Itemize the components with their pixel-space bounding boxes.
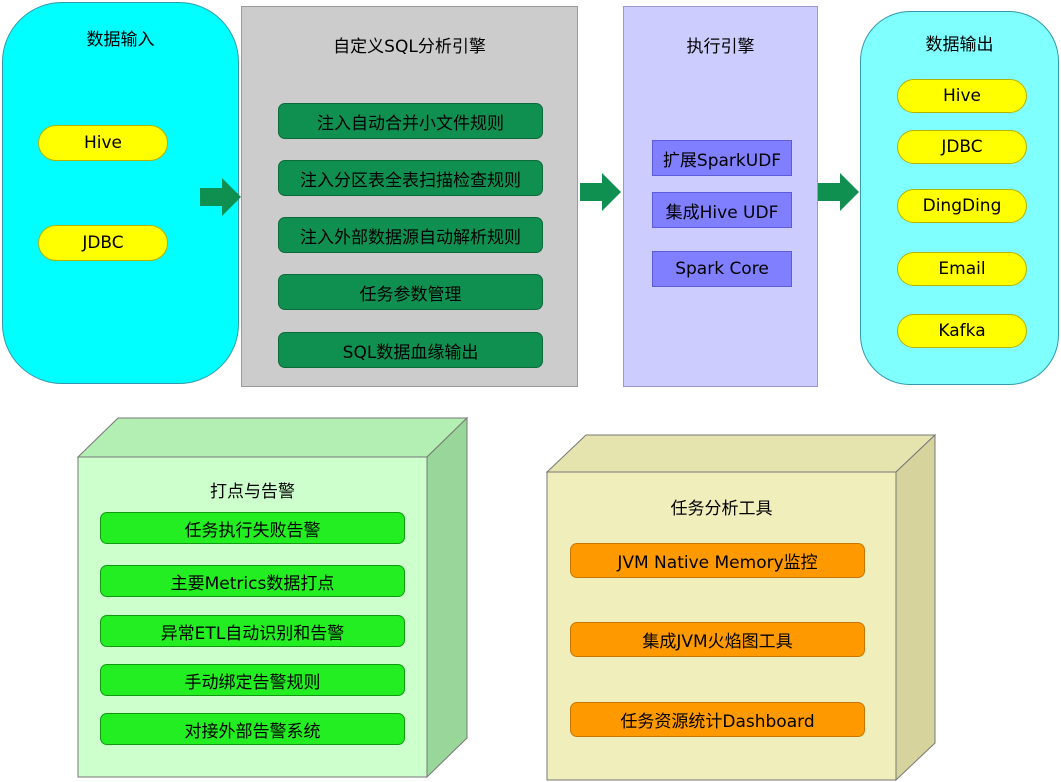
- sql-item-partition-scan-check: 注入分区表全表扫描检查规则: [278, 160, 543, 196]
- output-item-dingding: DingDing: [897, 189, 1027, 223]
- output-item-email: Email: [897, 252, 1027, 286]
- tool-item-resource-dashboard: 任务资源统计Dashboard: [570, 702, 865, 737]
- input-item-hive: Hive: [38, 125, 168, 161]
- alert-item-external-system: 对接外部告警系统: [100, 713, 405, 745]
- tools-panel: 任务分析工具 JVM Native Memory监控 集成JVM火焰图工具 任务…: [547, 472, 896, 780]
- sql-item-lineage-output: SQL数据血缘输出: [278, 332, 543, 368]
- exec-item-spark-core: Spark Core: [652, 251, 792, 287]
- tool-item-flame-graph: 集成JVM火焰图工具: [570, 622, 865, 657]
- exec-engine-title: 执行引擎: [686, 37, 755, 57]
- input-item-jdbc: JDBC: [38, 225, 168, 261]
- exec-engine-panel: 执行引擎 扩展SparkUDF 集成Hive UDF Spark Core: [623, 6, 818, 387]
- alerting-panel: 打点与告警 任务执行失败告警 主要Metrics数据打点 异常ETL自动识别和告…: [78, 457, 427, 777]
- exec-item-spark-udf: 扩展SparkUDF: [652, 140, 792, 176]
- arrow-exec-to-output: [818, 173, 859, 211]
- arrow-input-to-sql: [200, 178, 241, 216]
- sql-item-param-management: 任务参数管理: [278, 274, 543, 310]
- output-item-hive: Hive: [897, 79, 1027, 113]
- tools-title: 任务分析工具: [670, 499, 773, 519]
- alert-item-bind-rules: 手动绑定告警规则: [100, 664, 405, 696]
- sql-engine-panel: 自定义SQL分析引擎 注入自动合并小文件规则 注入分区表全表扫描检查规则 注入外…: [241, 6, 578, 387]
- output-item-jdbc: JDBC: [897, 130, 1027, 164]
- alerting-title: 打点与告警: [210, 482, 295, 502]
- data-input-title: 数据输入: [86, 30, 155, 50]
- output-item-kafka: Kafka: [897, 314, 1027, 348]
- alert-item-etl-anomaly: 异常ETL自动识别和告警: [100, 615, 405, 647]
- sql-engine-title: 自定义SQL分析引擎: [333, 37, 486, 57]
- sql-item-external-source-parse: 注入外部数据源自动解析规则: [278, 217, 543, 253]
- data-input-panel: 数据输入 Hive JDBC: [2, 2, 239, 384]
- alert-item-task-failure: 任务执行失败告警: [100, 512, 405, 544]
- alert-item-metrics: 主要Metrics数据打点: [100, 565, 405, 597]
- arrow-sql-to-exec: [580, 173, 621, 211]
- data-output-title: 数据输出: [925, 35, 994, 55]
- tool-item-jvm-native-memory: JVM Native Memory监控: [570, 543, 865, 578]
- data-output-panel: 数据输出 Hive JDBC DingDing Email Kafka: [860, 11, 1059, 385]
- sql-item-merge-small-files: 注入自动合并小文件规则: [278, 103, 543, 139]
- exec-item-hive-udf: 集成Hive UDF: [652, 192, 792, 228]
